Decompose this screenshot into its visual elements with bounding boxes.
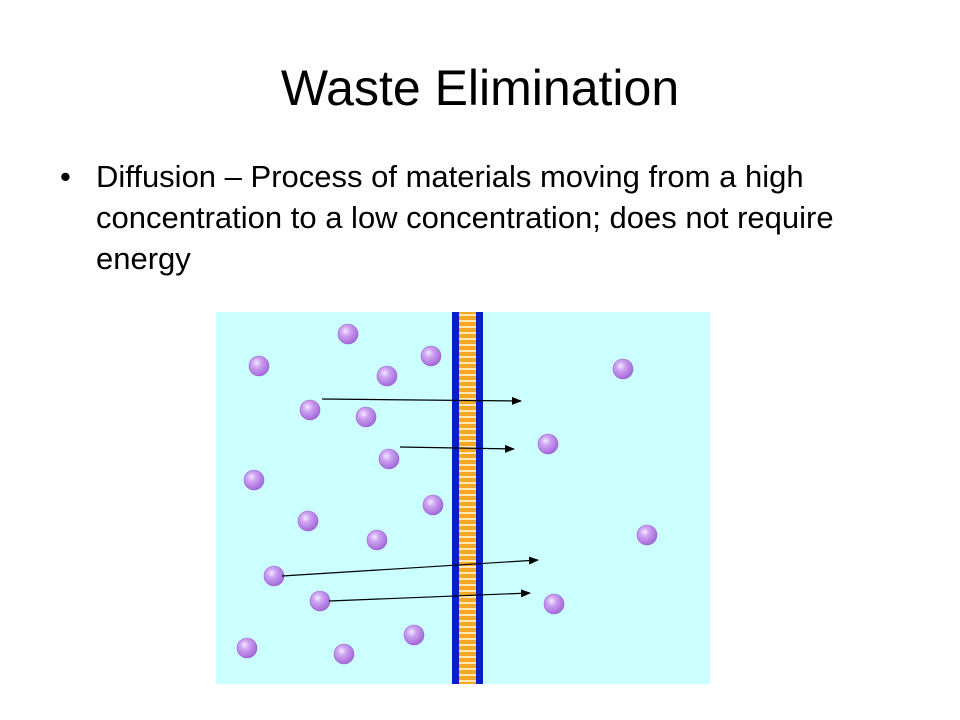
solute-particle (612, 358, 634, 380)
solute-particle (337, 323, 359, 345)
solute-particle (297, 510, 319, 532)
solute-particle (366, 529, 388, 551)
solute-particle (355, 406, 377, 428)
diffusion-arrows (281, 396, 539, 602)
solute-particle (333, 643, 355, 665)
bullet-text: Diffusion – Process of materials moving … (96, 159, 834, 276)
particles (236, 323, 658, 665)
diffusion-diagram (216, 312, 710, 684)
membrane-wall-left (452, 312, 459, 684)
solute-particle (420, 345, 442, 367)
solute-particle (299, 399, 321, 421)
slide-title: Waste Elimination (280, 60, 680, 116)
membrane-wall-right (476, 312, 483, 684)
solute-particle (543, 593, 565, 615)
solute-particle (236, 637, 258, 659)
membrane-channel (459, 312, 476, 684)
bullet-dot: • (60, 159, 71, 194)
solute-particle (636, 524, 658, 546)
solute-particle (378, 448, 400, 470)
solute-particle (309, 590, 331, 612)
diffusion-arrow (328, 589, 531, 602)
cell-membrane (452, 312, 483, 684)
solute-particle (248, 355, 270, 377)
diffusion-arrow (399, 444, 515, 453)
solute-particle (376, 365, 398, 387)
solute-particle (263, 565, 285, 587)
diffusion-svg (216, 312, 710, 684)
solute-particle (537, 433, 559, 455)
solute-particle (243, 469, 265, 491)
diffusion-arrow (281, 556, 539, 577)
diffusion-arrow (321, 396, 522, 405)
solute-particle (403, 624, 425, 646)
solute-particle (422, 494, 444, 516)
